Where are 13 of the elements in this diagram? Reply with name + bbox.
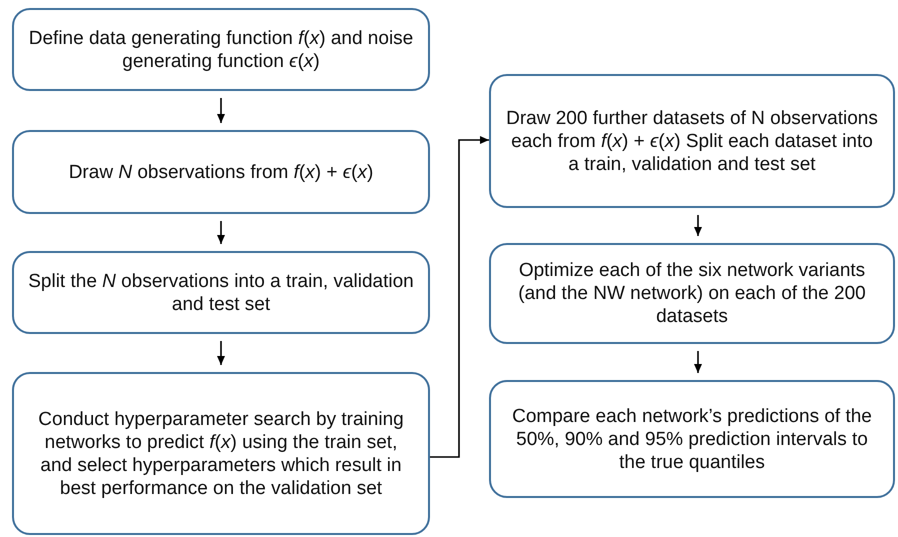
arrow xyxy=(217,98,225,123)
arrow xyxy=(217,221,225,244)
process-box: Conduct hyperparameter search by training networks to predict f(x) using the train set, and select hyperparameters which result in best performance on the validation set xyxy=(12,372,430,535)
process-box: Define data generating function f(x) and noise generating function ϵ(x) xyxy=(12,8,430,91)
process-box: Draw N observations from f(x) + ϵ(x) xyxy=(12,130,430,214)
arrow xyxy=(694,215,702,236)
process-box: Optimize each of the six network variants (and the NW network) on each of the 200 datasets xyxy=(489,243,895,344)
process-box: Compare each network’s predictions of the 50%, 90% and 95% prediction intervals to the true quantiles xyxy=(489,380,895,498)
process-box: Draw 200 further datasets of N observations each from f(x) + ϵ(x) Split each dataset into a train, validation and test set xyxy=(489,74,895,208)
arrow xyxy=(217,341,225,365)
process-box: Split the N observations into a train, validation and test set xyxy=(12,251,430,334)
arrow xyxy=(430,136,489,458)
arrow xyxy=(694,351,702,373)
